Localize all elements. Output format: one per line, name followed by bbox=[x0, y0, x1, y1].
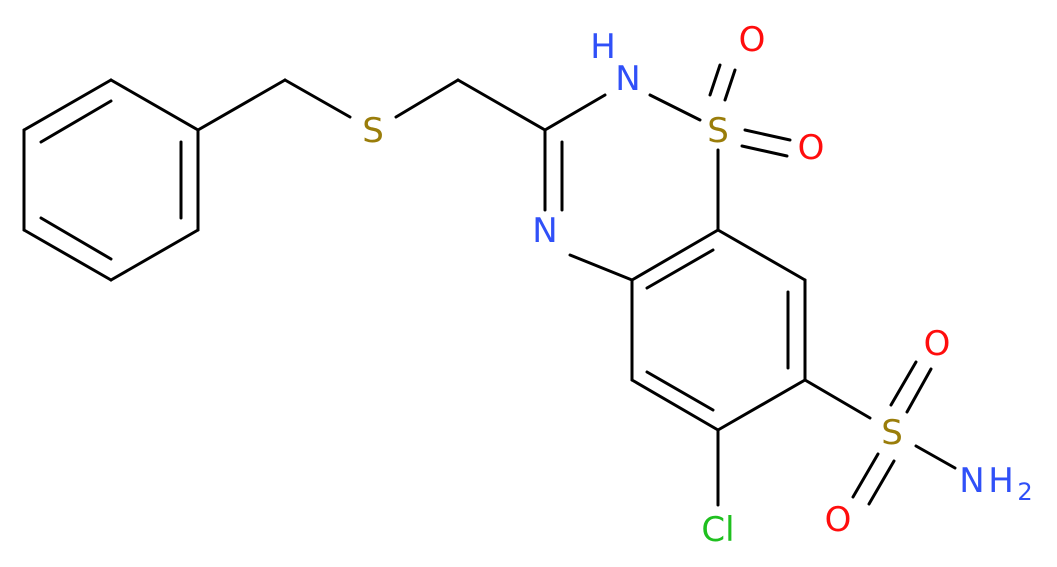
bond bbox=[648, 93, 702, 122]
atom-nh-h: H bbox=[590, 27, 616, 67]
bond bbox=[905, 367, 933, 414]
atom-nh2-n: N bbox=[959, 461, 984, 501]
bond bbox=[109, 78, 200, 132]
atom-o3: O bbox=[924, 324, 951, 364]
bond bbox=[740, 144, 789, 158]
atom-nh-n: N bbox=[615, 59, 640, 99]
bond bbox=[39, 216, 113, 261]
bond bbox=[723, 68, 737, 102]
bond bbox=[889, 360, 918, 407]
bond bbox=[109, 228, 200, 282]
bond bbox=[867, 459, 896, 506]
atom-s-sulfonamide: S bbox=[881, 413, 903, 453]
bond bbox=[196, 78, 287, 132]
bonds bbox=[22, 63, 957, 507]
atom-nh2-subscript: 2 bbox=[1017, 478, 1032, 506]
atom-s-sulfonyl: S bbox=[707, 111, 729, 151]
bond bbox=[743, 128, 792, 142]
bond bbox=[716, 378, 807, 432]
atom-o2: O bbox=[798, 128, 825, 168]
bond bbox=[22, 228, 113, 282]
bond bbox=[283, 78, 352, 119]
atom-nh2-h: H bbox=[988, 461, 1014, 501]
bond bbox=[456, 78, 547, 132]
bond bbox=[851, 452, 880, 499]
atom-cl: Cl bbox=[701, 510, 734, 550]
bond bbox=[914, 444, 957, 470]
atom-labels: S H N S O O N S O O N H 2 Cl bbox=[362, 20, 1032, 550]
bond bbox=[568, 253, 634, 282]
bond bbox=[39, 99, 113, 144]
bond bbox=[630, 228, 720, 282]
bond bbox=[543, 93, 607, 132]
atom-n-ring: N bbox=[532, 211, 557, 251]
bond bbox=[645, 248, 715, 290]
bond bbox=[630, 378, 720, 432]
bond bbox=[394, 78, 460, 119]
atom-o1: O bbox=[739, 20, 766, 60]
bond bbox=[22, 78, 113, 132]
atom-s-thioether: S bbox=[362, 111, 384, 151]
atom-o4: O bbox=[825, 500, 852, 540]
bond bbox=[708, 63, 722, 97]
bond bbox=[645, 370, 715, 412]
bond bbox=[716, 228, 807, 282]
bond bbox=[803, 378, 872, 420]
